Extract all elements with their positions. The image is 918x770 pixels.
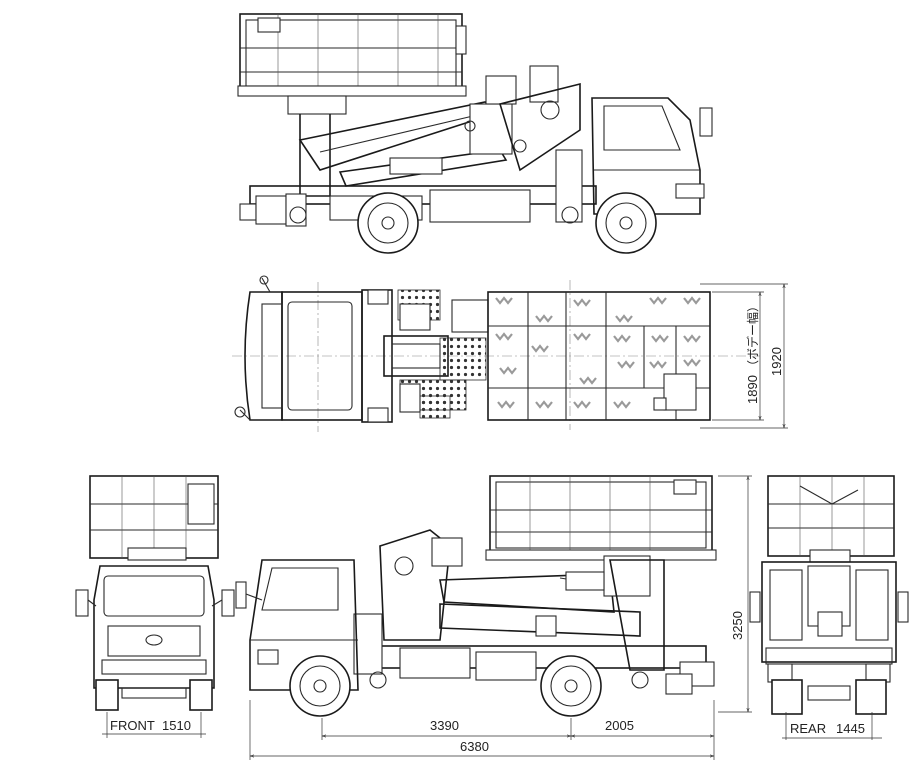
cab-front [75,565,235,711]
body-rear [749,561,909,715]
basket-front [89,475,219,561]
boom-side-raised [379,529,665,671]
front-width-label: FRONT [110,718,155,733]
body-width-inner-value: 1890 [745,375,760,404]
side-view-top [237,13,713,254]
basket-rear [767,475,895,563]
front-width-dim: FRONT 1510 [102,712,206,738]
basket-top-view [237,13,467,97]
rear-track-dim: REAR 1445 [782,712,882,740]
rear-overhang-value: 2005 [605,718,634,733]
wheels-side-bottom [289,655,649,717]
body-width-outer-value: 1920 [769,347,784,376]
wheels-top-view [289,192,657,254]
body-width-note: （ボデー幅） [745,300,760,372]
wheelbase-value: 3390 [430,718,459,733]
length-dims: 3390 2005 6380 [249,700,715,760]
cab-top-view [591,97,713,215]
rear-track-value: 1445 [836,721,865,736]
boom-top-view [287,65,581,197]
rear-track-label: REAR [790,721,826,736]
overall-length-value: 6380 [460,739,489,754]
side-view-bottom: 3390 2005 6380 3250 [235,475,752,760]
plan-width-dims [700,283,788,429]
front-view: FRONT 1510 [75,475,235,738]
basket-side-raised [485,475,717,561]
rear-deck-plan [487,291,711,421]
front-width-value: 1510 [162,718,191,733]
chassis-side-bottom [353,613,715,695]
plan-view [232,275,788,432]
rear-view: REAR 1445 [749,475,909,740]
height-dim: 3250 [718,475,752,713]
plan-width-labels: 1890 （ボデー幅） 1920 [745,300,784,404]
chassis-plan [361,289,489,423]
cab-plan [234,275,363,421]
overall-height-value: 3250 [730,611,745,640]
